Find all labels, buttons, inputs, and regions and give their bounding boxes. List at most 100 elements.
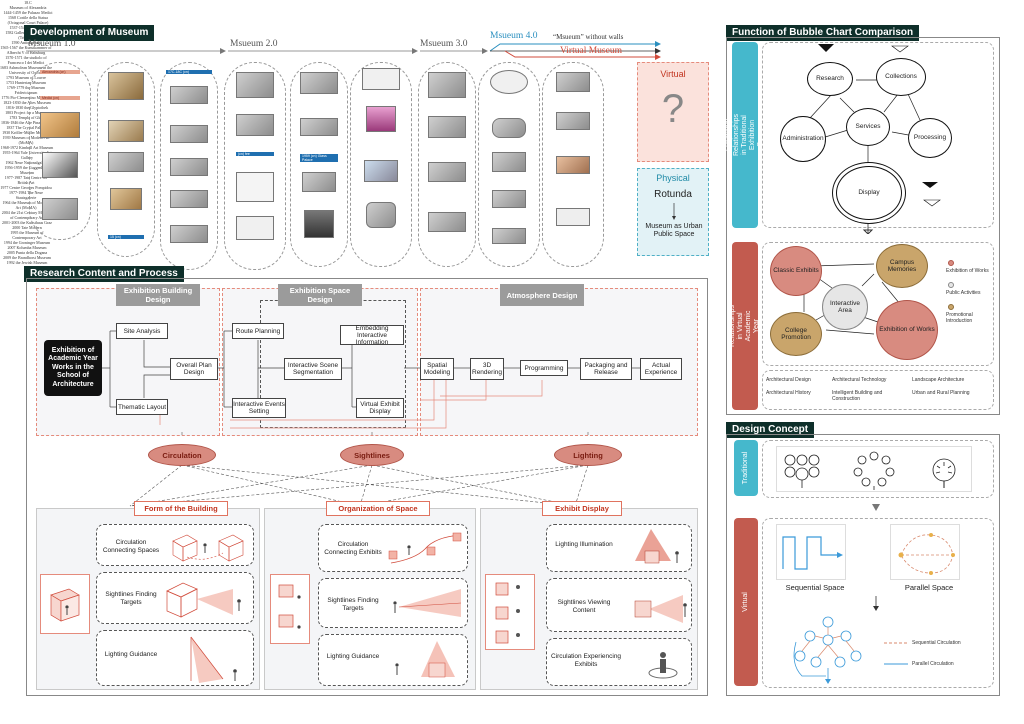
era-m3: Msueum 3.0 bbox=[420, 39, 468, 49]
tag-17c: 17C-18C (cn) bbox=[166, 70, 212, 74]
thumb-kolumba bbox=[556, 72, 590, 92]
disc-arch-history: Architectural History bbox=[766, 390, 811, 396]
legend-dot-works bbox=[948, 260, 954, 266]
node-collections: Collections bbox=[876, 58, 926, 96]
timeline-group-7 bbox=[418, 62, 476, 267]
step-scene-segmentation: Interactive Scene Segmentation bbox=[284, 358, 342, 380]
thumb-brandhorst bbox=[556, 156, 590, 174]
rotunda-label: Rotunda bbox=[654, 189, 692, 200]
exhibit-side-icon bbox=[485, 574, 535, 650]
c2-label-1: 1590 Antiquarium bbox=[11, 40, 41, 45]
trad-side-label-text: Functional Relationships in Traditional … bbox=[725, 113, 765, 157]
timeline-group-9 bbox=[542, 62, 604, 267]
seq-space-label: Sequential Space bbox=[785, 583, 845, 592]
era-m1: Msueum 1.0 bbox=[28, 39, 76, 49]
c5-label-3: 1939 Museum of Modern Art (MoMA) bbox=[2, 135, 50, 145]
combined-circulation-diagram bbox=[793, 616, 862, 684]
factor-circulation: Circulation bbox=[148, 444, 216, 466]
thumb-kunsthaus-graz bbox=[492, 118, 526, 138]
c2-label-2: 1565-1567 the Kunstkammer of Albrecht V … bbox=[0, 45, 52, 55]
c8-label-4: 1994 the Groninger Museum bbox=[3, 240, 51, 245]
exhibit-card-3-label: Circulation Experiencing Exhibits bbox=[550, 653, 622, 668]
c7-label-1: 1977 Centre Georges Pompidou bbox=[0, 185, 52, 190]
timeline-group-2 bbox=[97, 62, 155, 257]
legend-dot-promo bbox=[948, 304, 954, 310]
factor-links bbox=[129, 430, 589, 507]
node-classic-exhibits: Classic Exhibits bbox=[770, 246, 822, 296]
step-embedding: Embedding Interactive Information bbox=[340, 325, 404, 346]
legend-promo: Promotional Introduction bbox=[946, 312, 973, 324]
c4-label-2: 1803 Project for a Museum bbox=[5, 110, 49, 115]
c3-label-1: 1793 Museum of Louvre bbox=[6, 75, 46, 80]
c5-label-0: 1836-1846 the Alte Pinakothek bbox=[1, 120, 51, 125]
disc-arch-design: Architectural Design bbox=[766, 377, 811, 383]
thumb-pio-clementino bbox=[170, 225, 208, 243]
thumb-crystal-palace bbox=[300, 118, 338, 136]
c2-label-3: 1570-1571 the studiolo of Francesco I de… bbox=[5, 55, 47, 65]
legend-public: Public Activities bbox=[946, 290, 981, 296]
header-building: Exhibition Building Design bbox=[116, 284, 200, 306]
node-services: Services bbox=[846, 108, 890, 146]
trad-concept-icons bbox=[784, 451, 956, 490]
virtual-box: Virtual ? bbox=[637, 62, 709, 162]
c1-label-0: 18.C bbox=[24, 0, 32, 5]
thumb-palazzo-medici bbox=[40, 112, 80, 138]
trad-concept-label: Traditional bbox=[734, 440, 758, 496]
trad-concept-area bbox=[762, 440, 994, 498]
trad-side-label: Functional Relationships in Traditional … bbox=[725, 42, 764, 228]
step-programming: Programming bbox=[520, 360, 568, 376]
bubble-frame bbox=[726, 37, 1000, 415]
thumb-kimbell bbox=[362, 68, 400, 90]
disc-landscape: Landscape Architecture bbox=[912, 377, 965, 383]
node-research: Research bbox=[807, 62, 853, 96]
thumb-glyptothek bbox=[236, 114, 274, 136]
form-card-1: Circulation Connecting Spaces bbox=[96, 524, 254, 566]
legend-par-circ: Parallel Circulation bbox=[912, 661, 954, 667]
step-spatial-modeling: Spatial Modeling bbox=[420, 358, 454, 380]
era-m2: Msueum 2.0 bbox=[230, 39, 278, 49]
legend-seq-circ: Sequential Circulation bbox=[912, 640, 961, 646]
org-card-2: Sightlines Finding Targets bbox=[318, 578, 468, 628]
header-atmosphere: Atmosphere Design bbox=[500, 284, 584, 306]
par-space-diagram bbox=[890, 524, 960, 580]
c4-label-1: 1816-1830 the Glyptothek bbox=[5, 105, 49, 110]
thumb-alte-pinakothek bbox=[300, 72, 338, 94]
par-space-label: Parallel Space bbox=[904, 583, 954, 592]
physical-box: Physical Rotunda Museum as Urban Public … bbox=[637, 168, 709, 256]
thumb-temple-glory bbox=[236, 216, 274, 240]
thumb-21st-century bbox=[490, 70, 528, 94]
timeline-group-6 bbox=[350, 62, 412, 267]
step-packaging: Packaging and Release bbox=[580, 358, 632, 380]
exhibit-card-1-label: Lighting Illumination bbox=[555, 541, 613, 548]
era-m4: Msueum 4.0 bbox=[490, 31, 538, 41]
tag-medici: Medici (cn) bbox=[40, 96, 80, 100]
c5-label-1: 1837 The Crystal Palace bbox=[6, 125, 46, 130]
node-administration: Administration bbox=[780, 116, 826, 162]
node-interactive-area: Interactive Area bbox=[822, 284, 868, 330]
step-site-analysis: Site Analysis bbox=[116, 323, 168, 339]
disc-urban-rural: Urban and Rural Planning bbox=[912, 390, 970, 396]
c3-label-3: 1769-1779 the Museum Fridericianum bbox=[6, 85, 46, 95]
node-exhibition-works: Exhibition of Works bbox=[876, 300, 938, 360]
design-frame bbox=[726, 434, 1000, 696]
header-space: Exhibition Space Design bbox=[278, 284, 362, 306]
c8-label-2: 2000 Tate Modern bbox=[12, 225, 42, 230]
thumb-jewish-museum bbox=[556, 208, 590, 226]
c6-label-2: 1962 Neue Nationalgalerie bbox=[5, 160, 49, 165]
exhibit-card-1: Lighting Illumination bbox=[546, 524, 692, 572]
thumb-antiquarium bbox=[108, 120, 144, 142]
era-arrows bbox=[26, 41, 661, 60]
exhibit-card-3: Circulation Experiencing Exhibits bbox=[546, 638, 692, 686]
thumb-moma-1939 bbox=[304, 210, 334, 238]
thumb-kunstkammer bbox=[108, 152, 144, 172]
org-card-3-label: Lighting Guidance bbox=[326, 653, 380, 660]
c8-label-0: 2004 the 21st Century Museum of Contempo… bbox=[1, 210, 53, 220]
exhibit-card-2-label: Sightlines Viewing Content bbox=[557, 599, 611, 614]
step-interactive-events: Interactive Events Setting bbox=[232, 398, 286, 418]
trad-concept-label-text: Traditional bbox=[742, 451, 749, 485]
factor-sightlines: Sightlines bbox=[340, 444, 404, 466]
org-card-2-label: Sightlines Finding Targets bbox=[327, 597, 379, 612]
era-virtual: Virtual Museum bbox=[560, 46, 622, 56]
trad-bubble-links bbox=[809, 44, 941, 234]
thumb-kroller-muller bbox=[302, 172, 336, 192]
